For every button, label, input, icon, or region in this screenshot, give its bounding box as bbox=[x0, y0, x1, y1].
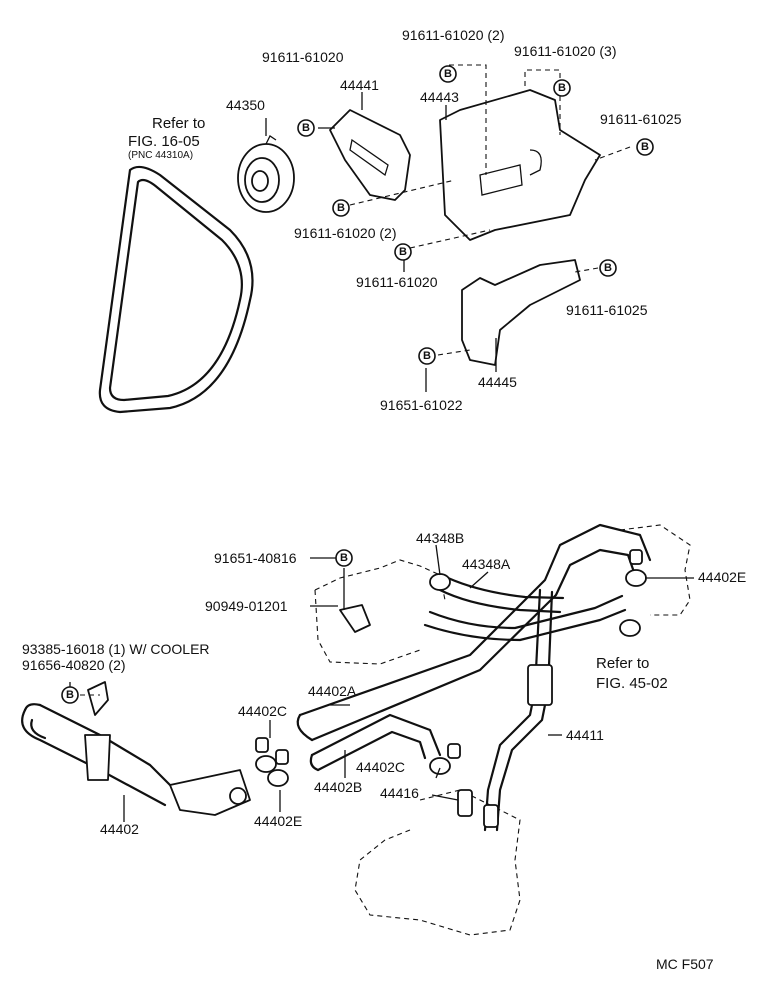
clamp-44348b bbox=[429, 573, 451, 591]
part-number-label: 44411 bbox=[566, 727, 604, 743]
part-number-label: 44402E bbox=[254, 813, 302, 829]
svg-text:B: B bbox=[340, 552, 348, 564]
svg-text:B: B bbox=[641, 141, 649, 153]
part-number-label: 91611-61020 (2) bbox=[294, 225, 396, 241]
part-number-label: 91611-61020 (2) bbox=[402, 27, 504, 43]
part-number-label: 44443 bbox=[420, 89, 459, 105]
bolt-symbol: B bbox=[332, 199, 350, 217]
part-number-label: 93385-16018 (1) W/ COOLER bbox=[22, 641, 210, 657]
part-number-label: 91656-40820 (2) bbox=[22, 657, 126, 673]
idler-pulley bbox=[237, 135, 295, 213]
clamp-44402e-right bbox=[619, 549, 647, 637]
svg-text:B: B bbox=[444, 68, 452, 80]
refer-to-label: Refer to bbox=[596, 655, 649, 672]
bolt-symbol: B bbox=[599, 259, 617, 277]
part-number-label: 44402 bbox=[100, 821, 139, 837]
svg-text:B: B bbox=[423, 350, 431, 362]
cooler-44402 bbox=[21, 681, 251, 816]
part-number-label: 91651-40816 bbox=[214, 550, 297, 566]
clamp-90949 bbox=[339, 604, 371, 633]
clamp-44402e-left bbox=[267, 749, 289, 787]
part-number-label: 44416 bbox=[380, 785, 419, 801]
bracket-44441 bbox=[329, 109, 411, 201]
bolt-symbol: B bbox=[439, 65, 457, 83]
svg-text:B: B bbox=[399, 246, 407, 258]
pressure-line-44411 bbox=[483, 588, 554, 832]
part-number-label: 44402C bbox=[356, 759, 405, 775]
part-number-label: 44441 bbox=[340, 77, 379, 93]
refer-to-fig-label: FIG. 16-05 bbox=[128, 133, 200, 150]
part-number-label: 91611-61020 bbox=[356, 274, 438, 290]
part-number-label: 44445 bbox=[478, 374, 517, 390]
clamp-44402c-left bbox=[255, 737, 277, 773]
part-number-label: 90949-01201 bbox=[205, 598, 288, 614]
bolt-symbol: B bbox=[394, 243, 412, 261]
svg-text:B: B bbox=[66, 689, 74, 701]
bolt-symbol: B bbox=[335, 549, 353, 567]
reference-outlines bbox=[314, 524, 691, 936]
svg-text:B: B bbox=[302, 122, 310, 134]
part-number-label: 91611-61020 (3) bbox=[514, 43, 616, 59]
hose-44348a bbox=[423, 594, 627, 642]
hose-44402b bbox=[309, 713, 442, 772]
hose-44348b bbox=[438, 576, 565, 614]
part-number-label: 44402B bbox=[314, 779, 362, 795]
bracket-44445 bbox=[461, 259, 581, 366]
v-belt bbox=[98, 165, 254, 414]
clamp-44402c-right bbox=[429, 743, 461, 775]
svg-text:B: B bbox=[604, 262, 612, 274]
refer-to-label: Refer to bbox=[152, 115, 205, 132]
part-number-label: 44348B bbox=[416, 530, 464, 546]
svg-text:B: B bbox=[558, 82, 566, 94]
union-44416 bbox=[457, 789, 499, 828]
part-number-label: 91611-61020 bbox=[262, 49, 344, 65]
bracket-44443 bbox=[439, 89, 601, 241]
part-number-label: 44402C bbox=[238, 703, 287, 719]
bolt-symbol: B bbox=[61, 686, 79, 704]
part-number-label: 91611-61025 bbox=[566, 302, 648, 318]
part-number-label: 44350 bbox=[226, 97, 265, 113]
pnc-label: (PNC 44310A) bbox=[128, 150, 193, 161]
bolt-symbol: B bbox=[636, 138, 654, 156]
bolt-symbol: B bbox=[297, 119, 315, 137]
part-number-label: 44348A bbox=[462, 556, 511, 572]
svg-text:B: B bbox=[337, 202, 345, 214]
part-number-label: 91651-61022 bbox=[380, 397, 463, 413]
part-number-label: 44402E bbox=[698, 569, 746, 585]
bolt-symbol: B bbox=[553, 79, 571, 97]
leader-lines-lower bbox=[69, 544, 694, 822]
refer-to-fig-label: FIG. 45-02 bbox=[596, 675, 668, 692]
hose-44402a bbox=[296, 523, 652, 742]
figure-code: MC F507 bbox=[656, 956, 714, 972]
part-number-label: 91611-61025 bbox=[600, 111, 682, 127]
part-number-label: 44402A bbox=[308, 683, 357, 699]
bolt-symbol: B bbox=[418, 347, 436, 365]
